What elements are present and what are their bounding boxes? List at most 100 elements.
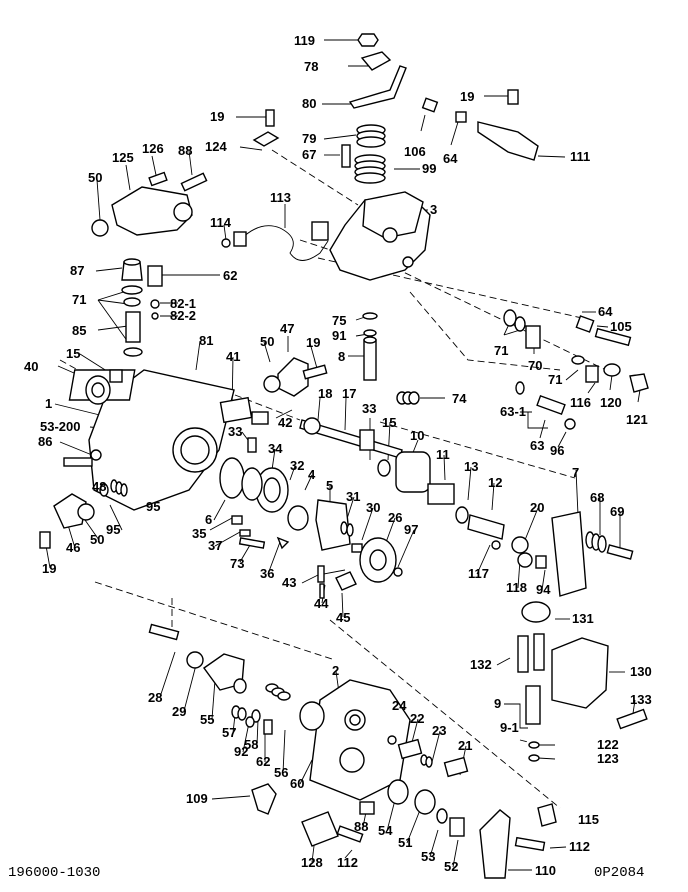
callout-c37: 37	[208, 538, 222, 553]
part-bolt-67	[341, 144, 351, 168]
callout-c119a: 119	[294, 33, 315, 48]
callout-c28: 28	[148, 690, 162, 705]
callout-c114: 114	[210, 215, 232, 230]
part-rod-8	[363, 339, 377, 381]
part-housing-125	[111, 186, 193, 236]
part-spring-56	[265, 683, 291, 701]
callout-c131: 131	[572, 611, 594, 626]
part-cap-121	[629, 373, 649, 393]
part-bolt-52	[449, 817, 465, 837]
part-bolt-19c	[302, 364, 328, 380]
callout-c43: 43	[282, 575, 296, 590]
part-bracket-132	[517, 633, 545, 673]
callout-c71c: 71	[548, 372, 562, 387]
callout-c51: 51	[398, 835, 412, 850]
part-cover-47	[277, 357, 309, 397]
part-bolt-105	[594, 327, 632, 347]
part-valve-62b	[263, 719, 273, 735]
part-pin-30	[351, 543, 363, 553]
callout-c73: 73	[230, 556, 244, 571]
part-washer-53	[436, 808, 448, 824]
callout-c13: 13	[464, 459, 478, 474]
callout-c3: 3	[430, 202, 437, 217]
callout-c47: 47	[280, 321, 294, 336]
part-plug-94	[535, 555, 547, 569]
part-cap-131	[521, 601, 551, 623]
callout-c53_200: 53-200	[40, 419, 80, 434]
callout-c118: 118	[506, 580, 527, 595]
callout-c112a: 112	[569, 839, 590, 854]
part-screw-88	[180, 172, 208, 192]
callout-c63: 63	[530, 438, 544, 453]
callout-c31: 31	[346, 489, 360, 504]
callout-c71b: 71	[494, 343, 508, 358]
callout-c40: 40	[24, 359, 38, 374]
callout-c79: 79	[302, 131, 316, 146]
callout-c57: 57	[222, 725, 236, 740]
part-screw-126	[148, 171, 168, 187]
callout-c36: 36	[260, 566, 274, 581]
part-rotor-5	[315, 499, 351, 551]
part-bolt-19d	[39, 531, 51, 549]
callout-c32: 32	[290, 458, 304, 473]
part-valve-51	[414, 789, 436, 815]
part-valve-9	[525, 685, 541, 725]
callout-c22: 22	[410, 711, 424, 726]
part-spring-23	[420, 754, 433, 768]
part-nut-120	[603, 363, 621, 377]
callout-c91: 91	[332, 328, 346, 343]
callout-c62a: 62	[223, 268, 237, 283]
callout-c5: 5	[326, 478, 333, 493]
part-washer-71c	[571, 355, 585, 365]
part-spring-74	[396, 391, 420, 405]
callout-c58: 58	[244, 737, 258, 752]
callout-c115: 115	[578, 812, 599, 827]
part-valve-62	[147, 265, 163, 287]
part-valve-85	[125, 311, 141, 343]
callout-c41: 41	[226, 349, 240, 364]
callout-c46: 46	[66, 540, 80, 555]
part-oring-114	[221, 238, 231, 248]
callout-c19d: 19	[42, 561, 56, 576]
part-oring-54	[387, 779, 409, 805]
callout-c99: 99	[422, 161, 436, 176]
part-bolt-106	[421, 97, 439, 113]
part-seal-18	[303, 417, 321, 435]
callout-c64b: 64	[598, 304, 613, 319]
callout-c56: 56	[274, 765, 288, 780]
part-washer-13	[455, 506, 469, 524]
callout-c75: 75	[332, 313, 346, 328]
callout-c7: 7	[572, 465, 579, 480]
part-washer-15b	[377, 459, 391, 477]
callout-c19b: 19	[460, 89, 474, 104]
part-gear-10	[395, 451, 431, 493]
part-washer-71b	[503, 309, 517, 327]
part-washer-48	[99, 483, 109, 497]
part-bracket-7	[551, 511, 587, 597]
part-ball-24	[387, 735, 397, 745]
part-nut-97	[393, 567, 403, 577]
part-washer-29	[186, 651, 204, 669]
callout-c53: 53	[421, 849, 435, 864]
part-coupling-11	[427, 483, 455, 505]
callout-c50c: 50	[90, 532, 104, 547]
part-oring-122	[528, 741, 540, 749]
callout-c10: 10	[410, 428, 424, 443]
part-bolt-19	[265, 109, 275, 127]
part-cover-55	[203, 653, 245, 691]
callout-c4: 4	[308, 467, 316, 482]
part-bolt-112a	[336, 825, 364, 843]
callout-c96: 96	[550, 443, 564, 458]
callout-c34: 34	[268, 441, 283, 456]
callout-c67: 67	[302, 147, 316, 162]
part-solenoid-130	[551, 637, 609, 709]
part-oring-123	[528, 754, 540, 762]
part-lever-80	[348, 65, 407, 109]
callout-c2: 2	[332, 663, 339, 678]
part-bolt-70	[525, 325, 541, 349]
callout-c29: 29	[172, 704, 186, 719]
callout-c18: 18	[318, 386, 332, 401]
part-oring-50c	[77, 503, 95, 521]
drawing-number: 196000-1030	[8, 865, 100, 881]
